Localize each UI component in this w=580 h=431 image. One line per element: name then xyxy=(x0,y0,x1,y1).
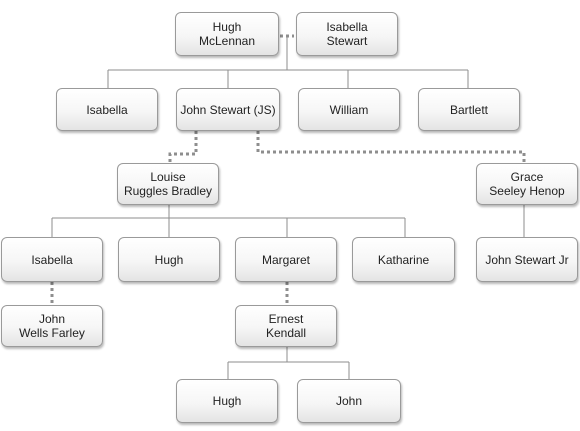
spouse-link-js-louise xyxy=(168,131,198,163)
person-ernest-kendall[interactable]: Ernest Kendall xyxy=(235,305,337,347)
family-connector-kendall xyxy=(227,347,350,379)
person-john-stewart-js[interactable]: John Stewart (JS) xyxy=(176,88,280,131)
person-john-wells-farley[interactable]: John Wells Farley xyxy=(1,305,103,347)
person-louise-ruggles-bradley[interactable]: Louise Ruggles Bradley xyxy=(117,163,219,205)
person-katharine[interactable]: Katharine xyxy=(352,237,455,282)
spouse-link-js-grace xyxy=(256,131,526,163)
family-connector-mclennan xyxy=(107,36,469,88)
person-hugh-son[interactable]: Hugh xyxy=(118,237,220,282)
person-hugh-mclennan[interactable]: Hugh McLennan xyxy=(175,12,279,56)
family-connector-louise xyxy=(51,202,406,237)
person-bartlett[interactable]: Bartlett xyxy=(418,88,520,131)
person-isabella-stewart[interactable]: Isabella Stewart xyxy=(296,12,398,56)
person-john-grandson[interactable]: John xyxy=(297,379,401,423)
person-grace-seeley-henop[interactable]: Grace Seeley Henop xyxy=(476,163,578,205)
person-margaret[interactable]: Margaret xyxy=(235,237,337,282)
person-isabella-daughter[interactable]: Isabella xyxy=(1,237,103,282)
person-hugh-grandson[interactable]: Hugh xyxy=(176,379,278,423)
person-john-stewart-jr[interactable]: John Stewart Jr xyxy=(476,237,578,282)
person-isabella[interactable]: Isabella xyxy=(56,88,158,131)
person-william[interactable]: William xyxy=(298,88,400,131)
